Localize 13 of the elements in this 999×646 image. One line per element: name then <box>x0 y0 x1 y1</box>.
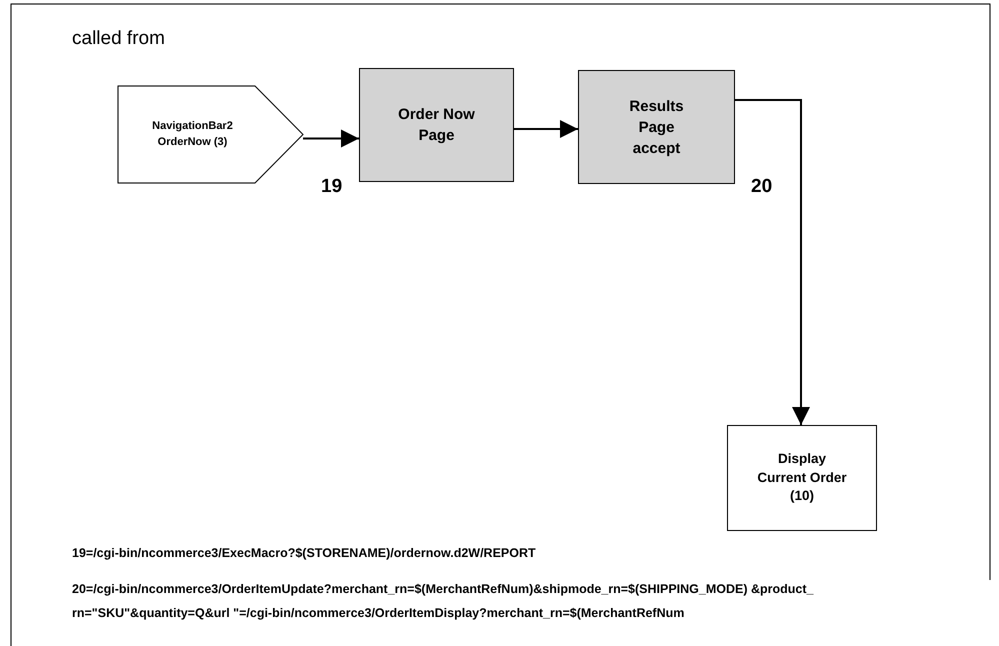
arrow <box>514 120 578 138</box>
url-note: 20=/cgi-bin/ncommerce3/OrderItemUpdate?merchant_rn=$(MerchantRefNum)&shipmode_rn=$(SHIPPING_MODE) &product_rn="SKU"&quantity=Q&url "=/cgi-bin/ncommerce3/OrderItemDisplay?merchant_rn=$(MerchantRefNum <box>72 581 814 622</box>
arrow <box>303 130 359 148</box>
title: called from <box>72 28 165 50</box>
node-label: Display Current Order (10) <box>756 450 848 506</box>
node-label: NavigationBar2 OrderNow (3) <box>151 119 234 150</box>
process-box <box>727 425 877 531</box>
node-label: Order Now Page <box>397 105 476 146</box>
arrow <box>735 99 810 425</box>
url-note: 19=/cgi-bin/ncommerce3/ExecMacro?$(STORENAME)/ordernow.d2W/REPORT <box>72 545 537 562</box>
node-label: Results Page accept <box>628 96 685 158</box>
process-box <box>359 68 514 182</box>
process-box <box>578 70 735 184</box>
